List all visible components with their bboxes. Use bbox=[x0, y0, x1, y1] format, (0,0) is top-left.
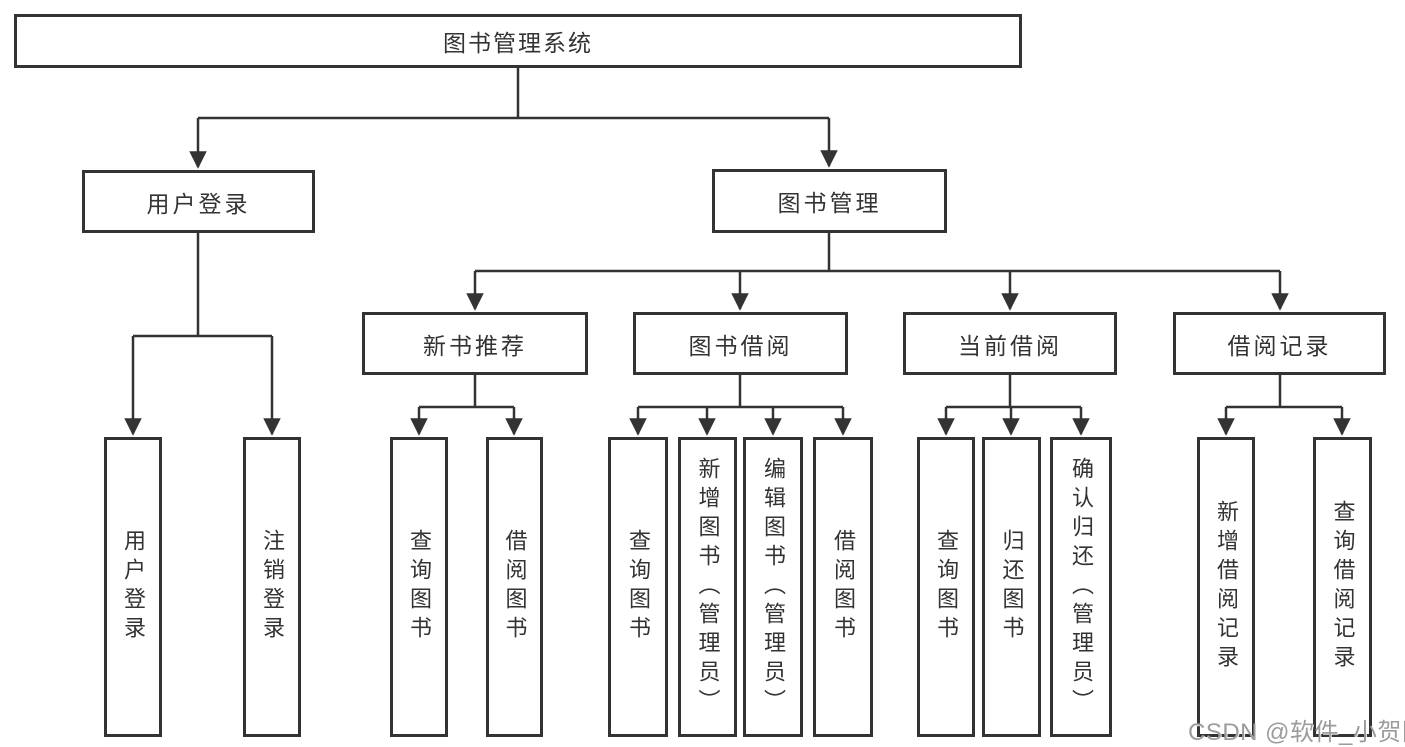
leaf-borrow-edit-books-admin: 编辑图书（管理员） bbox=[743, 437, 803, 737]
leaf-records-query-borrow-record: 查询借阅记录 bbox=[1313, 437, 1372, 737]
node-current-borrow: 当前借阅 bbox=[903, 312, 1117, 375]
leaf-borrow-add-books-admin: 新增图书（管理员） bbox=[678, 437, 737, 737]
leaf-current-return-books: 归还图书 bbox=[982, 437, 1041, 737]
leaf-borrow-borrow-books: 借阅图书 bbox=[813, 437, 873, 737]
leaf-newbook-borrow-books: 借阅图书 bbox=[486, 437, 543, 737]
leaf-user-login: 用户登录 bbox=[104, 437, 162, 737]
leaf-borrow-query-books: 查询图书 bbox=[608, 437, 668, 737]
leaf-current-confirm-return-admin: 确认归还（管理员） bbox=[1050, 437, 1112, 737]
leaf-records-add-borrow-record: 新增借阅记录 bbox=[1197, 437, 1255, 737]
node-book-management: 图书管理 bbox=[712, 169, 947, 233]
node-book-borrow: 图书借阅 bbox=[633, 312, 848, 375]
leaf-current-query-books: 查询图书 bbox=[917, 437, 975, 737]
node-borrow-records: 借阅记录 bbox=[1173, 312, 1386, 375]
leaf-newbook-query-books: 查询图书 bbox=[390, 437, 448, 737]
connector-structure bbox=[124, 68, 1351, 436]
node-new-book-recommend: 新书推荐 bbox=[362, 312, 588, 375]
node-user-login-branch: 用户登录 bbox=[82, 170, 315, 233]
csdn-watermark: CSDN @软件_小贺同学 bbox=[1188, 719, 1405, 746]
node-library-management-system: 图书管理系统 bbox=[14, 14, 1022, 68]
leaf-logout: 注销登录 bbox=[243, 437, 301, 737]
